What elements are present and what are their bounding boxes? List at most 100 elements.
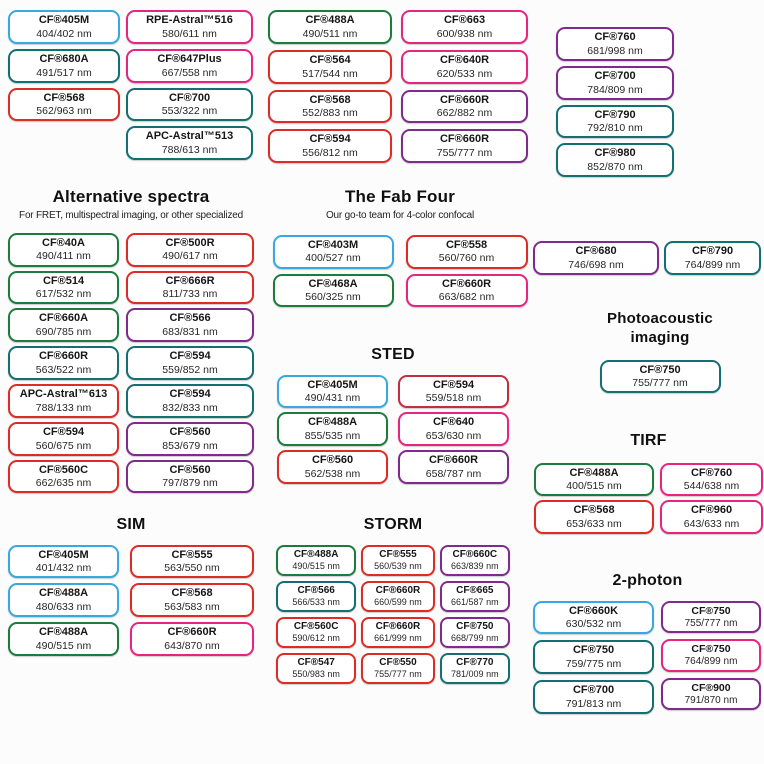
dye-wavelengths: 400/527 nm: [305, 252, 361, 265]
dye-name: CF®514: [42, 274, 85, 287]
dye-name: CF®403M: [307, 238, 359, 251]
dye-wavelengths: 560/539 nm: [374, 561, 422, 572]
dye-name: CF®660R: [441, 277, 492, 290]
dye-name: CF®405M: [307, 378, 358, 391]
dye-name: CF®900: [691, 681, 731, 694]
dye-name: CF®660R: [38, 350, 89, 363]
section-title: Alternative spectra: [52, 187, 210, 206]
dye-name: CF®700: [572, 684, 615, 697]
dye-name: CF®660R: [439, 93, 490, 106]
dye-name: CF®960: [690, 504, 733, 517]
dye-wavelengths: 490/511 nm: [302, 27, 358, 40]
dye-name: CF®405M: [38, 14, 90, 26]
dye-wavelengths: 563/583 nm: [164, 601, 220, 614]
dye-name: CF®560: [169, 463, 211, 476]
dye-wavelengths: 517/544 nm: [302, 67, 358, 80]
dye-wavelengths: 658/787 nm: [425, 467, 482, 480]
dye-name: CF®680: [575, 245, 617, 257]
dye-name: CF®760: [594, 31, 636, 43]
dye-name: CF®700: [168, 91, 211, 104]
dye-wavelengths: 653/633 nm: [566, 518, 622, 531]
section-title: Photoacoustic imaging: [607, 310, 713, 346]
dye-wavelengths: 853/679 nm: [162, 439, 218, 452]
dye-name: CF®750: [639, 363, 681, 376]
dye-name: CF®500R: [165, 236, 215, 249]
dye-wavelengths: 667/558 nm: [161, 66, 218, 79]
section-title: STORM: [363, 516, 423, 533]
section-title: The Fab Four: [344, 187, 456, 206]
section-alternative-spectra: Alternative spectra For FRET, multispect…: [8, 187, 254, 494]
dye-wavelengths: 400/515 nm: [566, 480, 622, 493]
dye-name: CF®566: [297, 584, 335, 596]
dye-wavelengths: 791/870 nm: [684, 694, 738, 706]
dye-wavelengths: 832/833 nm: [162, 401, 218, 414]
dye-wavelengths: 811/733 nm: [162, 288, 218, 301]
dye-name: CF®566: [169, 312, 211, 325]
dye-name: CF®594: [309, 133, 351, 146]
dye-wavelengths: 662/635 nm: [35, 477, 92, 490]
dye-wavelengths: 764/899 nm: [684, 656, 738, 668]
dye-wavelengths: 653/630 nm: [425, 430, 482, 443]
dye-wavelengths: 630/532 nm: [565, 618, 622, 631]
dye-name: CF®405M: [38, 548, 89, 561]
dye-wavelengths: 788/613 nm: [161, 144, 218, 157]
dye-wavelengths: 490/617 nm: [162, 250, 218, 263]
dye-wavelengths: 643/633 nm: [683, 518, 740, 531]
dye-wavelengths: 556/812 nm: [302, 147, 358, 160]
dye-wavelengths: 553/322 nm: [161, 105, 218, 118]
dye-name: CF®555: [379, 548, 417, 560]
dye-wavelengths: 600/938 nm: [436, 27, 493, 40]
dye-name: CF®488A: [38, 587, 89, 600]
dye-name: CF®660R: [167, 626, 217, 639]
dye-name: CF®760: [690, 466, 733, 479]
dye-name: CF®594: [42, 425, 85, 438]
dye-wavelengths: 788/133 nm: [35, 401, 92, 414]
dye-name: CF®488A: [569, 466, 619, 479]
dye-name: CF®640R: [439, 53, 490, 66]
dye-name: CF®568: [573, 504, 615, 517]
dye-name: CF®560C: [38, 463, 89, 476]
section-title: 2-photon: [612, 572, 683, 589]
dye-wavelengths: 755/777 nm: [632, 377, 688, 390]
dye-name: CF®700: [594, 69, 636, 82]
dye-wavelengths: 491/517 nm: [36, 66, 92, 79]
dye-wavelengths: 563/550 nm: [164, 562, 220, 575]
dye-name: CF®488A: [293, 548, 339, 560]
section-title: SIM: [116, 516, 146, 533]
dye-wavelengths: 855/535 nm: [304, 430, 361, 443]
dye-name: APC-Astral™513: [145, 130, 234, 143]
